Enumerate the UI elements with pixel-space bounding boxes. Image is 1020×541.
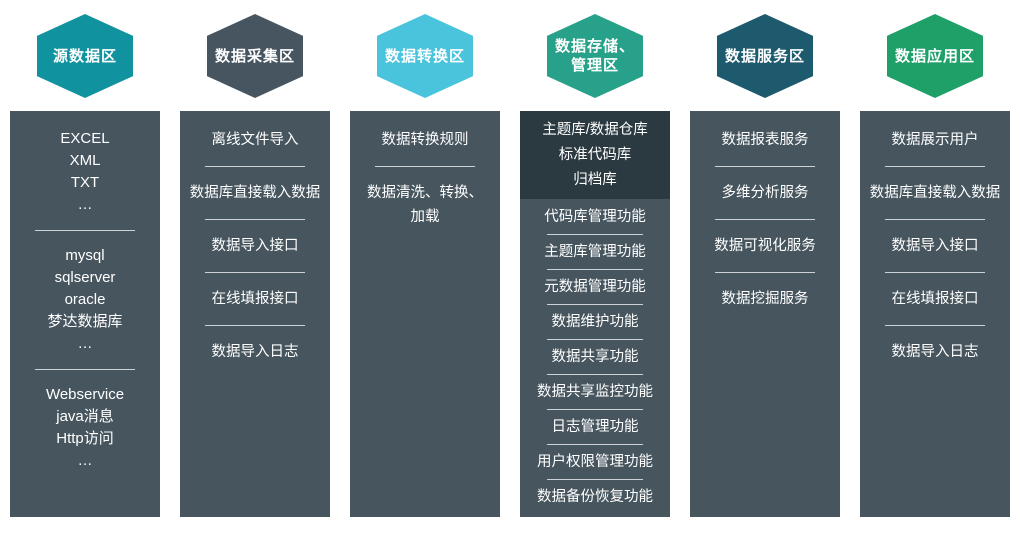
group-divider — [205, 272, 305, 273]
group-divider — [547, 444, 643, 445]
zone-column-data-transform: 数据转换区 数据转换规则 数据清洗、转换、 加载 — [350, 0, 500, 541]
item-label: 在线填报接口 — [891, 291, 979, 307]
group-divider — [715, 166, 815, 167]
data-collection-zone-body: 离线文件导入 数据库直接载入数据 数据导入接口 在线填报接口 数据导入日志 — [180, 111, 330, 517]
source-data-hexagon-badge: 源数据区 — [37, 14, 133, 98]
data-storage-hexagon-badge: 数据存储、 管理区 — [547, 14, 643, 98]
source-data-zone-body: EXCEL XML TXT … mysql sqlserver oracle 梦… — [10, 111, 160, 517]
item-label: Http访问 — [56, 430, 114, 447]
group-divider — [547, 479, 643, 480]
item-label: 日志管理功能 — [551, 419, 639, 435]
database-label: 主题库/数据仓库 — [542, 122, 648, 138]
item-label: 主题库管理功能 — [544, 244, 646, 260]
ellipsis-label: … — [77, 335, 93, 352]
ellipsis-label: … — [77, 452, 93, 469]
data-storage-zone-title: 数据存储、 管理区 — [555, 37, 635, 75]
group-divider — [35, 230, 135, 231]
item-label: 数据报表服务 — [721, 132, 809, 148]
group-divider — [885, 219, 985, 220]
item-label: 梦达数据库 — [47, 313, 123, 330]
data-service-zone-title: 数据服务区 — [724, 47, 805, 65]
item-label: mysql — [65, 247, 105, 264]
source-data-zone-title: 源数据区 — [52, 47, 117, 65]
item-label: oracle — [64, 291, 106, 308]
data-collection-hexagon-badge: 数据采集区 — [207, 14, 303, 98]
group-divider — [547, 234, 643, 235]
item-label: java消息 — [56, 408, 114, 425]
item-label: 数据库直接载入数据 — [189, 185, 321, 201]
item-label: 用户权限管理功能 — [537, 454, 653, 470]
group-divider — [547, 409, 643, 410]
data-service-hexagon-badge: 数据服务区 — [717, 14, 813, 98]
item-label: 数据库直接载入数据 — [869, 185, 1001, 201]
group-divider — [715, 272, 815, 273]
item-label: XML — [69, 152, 101, 169]
group-divider — [205, 219, 305, 220]
item-label: 多维分析服务 — [721, 185, 809, 201]
group-divider — [547, 269, 643, 270]
zone-column-source-data: 源数据区 EXCEL XML TXT … mysql sqlserver ora… — [10, 0, 160, 541]
zone-column-data-service: 数据服务区 数据报表服务 多维分析服务 数据可视化服务 数据挖掘服务 — [690, 0, 840, 541]
ellipsis-label: … — [77, 196, 93, 213]
item-label: 元数据管理功能 — [544, 279, 646, 295]
item-label: 在线填报接口 — [211, 291, 299, 307]
data-transform-zone-title: 数据转换区 — [384, 47, 465, 65]
group-divider — [375, 166, 475, 167]
item-label: 加载 — [410, 209, 440, 225]
item-label: sqlserver — [54, 269, 116, 286]
data-application-hexagon-badge: 数据应用区 — [887, 14, 983, 98]
group-divider — [715, 219, 815, 220]
group-divider — [35, 369, 135, 370]
item-label: 数据转换规则 — [381, 132, 469, 148]
title-line: 数据存储、 — [554, 38, 635, 55]
group-divider — [547, 304, 643, 305]
group-divider — [885, 272, 985, 273]
item-label: EXCEL — [60, 130, 110, 147]
item-label: 数据共享监控功能 — [537, 384, 653, 400]
item-label: 数据导入接口 — [211, 238, 299, 254]
item-label: 数据清洗、转换、 — [367, 185, 483, 201]
item-label: 数据导入接口 — [891, 238, 979, 254]
data-storage-zone-body: 主题库/数据仓库 标准代码库 归档库 代码库管理功能 主题库管理功能 元数据管理… — [520, 111, 670, 517]
item-label: 数据导入日志 — [211, 344, 299, 360]
data-transform-zone-body: 数据转换规则 数据清洗、转换、 加载 — [350, 111, 500, 517]
group-divider — [885, 325, 985, 326]
database-label: 归档库 — [573, 172, 617, 188]
group-divider — [205, 325, 305, 326]
item-label: 数据备份恢复功能 — [537, 489, 653, 505]
group-divider — [547, 374, 643, 375]
item-label: 数据可视化服务 — [714, 238, 816, 254]
group-divider — [885, 166, 985, 167]
item-label: 数据共享功能 — [551, 349, 639, 365]
data-application-zone-body: 数据展示用户 数据库直接载入数据 数据导入接口 在线填报接口 数据导入日志 — [860, 111, 1010, 517]
zone-column-data-collection: 数据采集区 离线文件导入 数据库直接载入数据 数据导入接口 在线填报接口 数据导… — [180, 0, 330, 541]
group-divider — [205, 166, 305, 167]
zone-column-data-application: 数据应用区 数据展示用户 数据库直接载入数据 数据导入接口 在线填报接口 数据导… — [860, 0, 1010, 541]
item-label: 数据挖掘服务 — [721, 291, 809, 307]
title-line: 管理区 — [570, 57, 619, 74]
data-service-zone-body: 数据报表服务 多维分析服务 数据可视化服务 数据挖掘服务 — [690, 111, 840, 517]
data-transform-hexagon-badge: 数据转换区 — [377, 14, 473, 98]
data-application-zone-title: 数据应用区 — [894, 47, 975, 65]
item-label: 离线文件导入 — [211, 132, 299, 148]
item-label: 数据维护功能 — [551, 314, 639, 330]
item-label: Webservice — [45, 386, 125, 403]
group-divider — [547, 339, 643, 340]
database-label: 标准代码库 — [558, 147, 632, 163]
storage-databases-box: 主题库/数据仓库 标准代码库 归档库 — [520, 111, 670, 199]
data-collection-zone-title: 数据采集区 — [214, 47, 295, 65]
item-label: 数据导入日志 — [891, 344, 979, 360]
zone-column-data-storage-management: 数据存储、 管理区 主题库/数据仓库 标准代码库 归档库 代码库管理功能 主题库… — [520, 0, 670, 541]
item-label: TXT — [70, 174, 100, 191]
item-label: 数据展示用户 — [891, 132, 979, 148]
item-label: 代码库管理功能 — [544, 209, 646, 225]
